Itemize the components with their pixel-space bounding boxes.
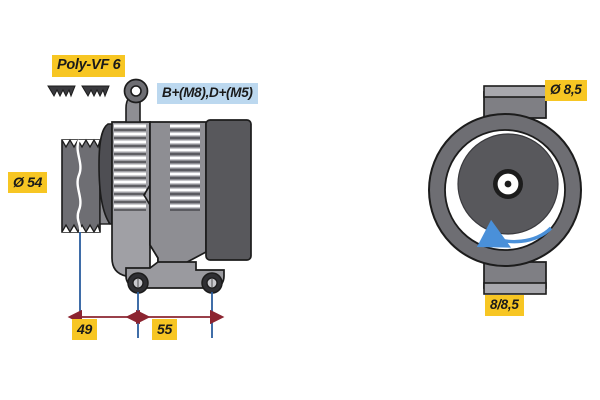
top-mounting-lug [483, 85, 547, 119]
rotation-arrow [476, 219, 553, 248]
housing-rear-section [149, 121, 207, 269]
drive-end-view [428, 85, 582, 295]
belt-profile-icon-2 [81, 85, 110, 98]
belt-profile-icons [47, 85, 110, 98]
label-mount-lug-size: 8/8,5 [485, 295, 524, 316]
label-mount-hole-diameter: Ø 8,5 [545, 80, 587, 101]
drive-end-housing [98, 123, 113, 225]
pulley-grooves-top [61, 138, 101, 149]
pulley-break-line [76, 139, 82, 233]
label-dimension-55: 55 [152, 319, 177, 340]
label-dimension-49: 49 [72, 319, 97, 340]
top-mounting-eye [123, 78, 149, 123]
side-elevation-view [47, 78, 252, 338]
top-eye-hole [130, 85, 142, 97]
stator-vents-rear [170, 124, 200, 211]
label-terminals: B+(M8),D+(M5) [157, 83, 258, 104]
shaft-center-point [504, 180, 512, 188]
top-lug-cap [483, 85, 547, 98]
label-pulley-diameter: Ø 54 [8, 172, 48, 193]
bottom-lug-cap [483, 282, 547, 295]
stator-vents-front [114, 124, 146, 211]
pulley-body [61, 139, 101, 233]
label-pulley-type: Poly-VF 6 [52, 55, 126, 77]
bottom-mounting-lug [483, 261, 547, 295]
rear-cover [205, 119, 252, 261]
foot-mounting-bracket [125, 261, 225, 294]
belt-profile-icon-1 [47, 85, 76, 98]
